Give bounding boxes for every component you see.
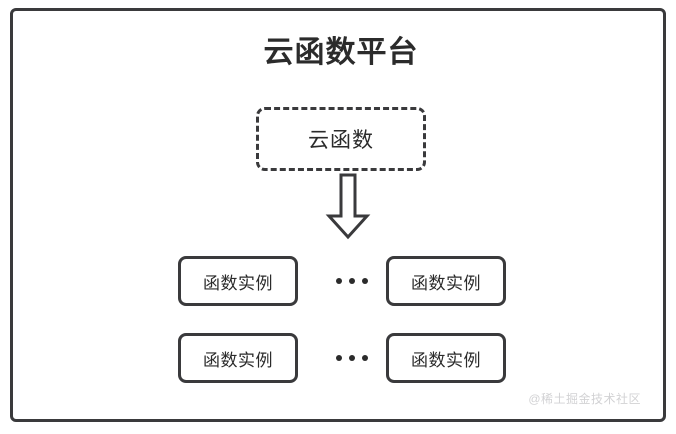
ellipsis-icon [318,333,386,383]
function-instance-label: 函数实例 [411,273,481,293]
ellipsis-dot [336,278,342,284]
down-block-arrow-icon [324,173,372,241]
ellipsis-dot [362,278,368,284]
ellipsis-dot [349,355,355,361]
platform-container: 云函数平台 云函数 函数实例 函数实例 函数实例 [10,8,666,422]
function-instance-box: 函数实例 [178,333,298,383]
function-instance-box: 函数实例 [386,256,506,306]
function-instance-label: 函数实例 [411,350,481,370]
cloud-function-node: 云函数 [256,107,426,171]
instance-row: 函数实例 函数实例 [13,333,669,383]
function-instance-label: 函数实例 [203,350,273,370]
page-title: 云函数平台 [263,36,419,69]
ellipsis-dot [349,278,355,284]
function-instance-box: 函数实例 [386,333,506,383]
function-instance-label: 函数实例 [203,273,273,293]
ellipsis-dot [362,355,368,361]
ellipsis-dot [336,355,342,361]
cloud-function-label: 云函数 [308,129,374,152]
watermark: @稀土掘金技术社区 [528,392,641,406]
ellipsis-icon [318,256,386,306]
function-instance-box: 函数实例 [178,256,298,306]
instance-row: 函数实例 函数实例 [13,256,669,306]
